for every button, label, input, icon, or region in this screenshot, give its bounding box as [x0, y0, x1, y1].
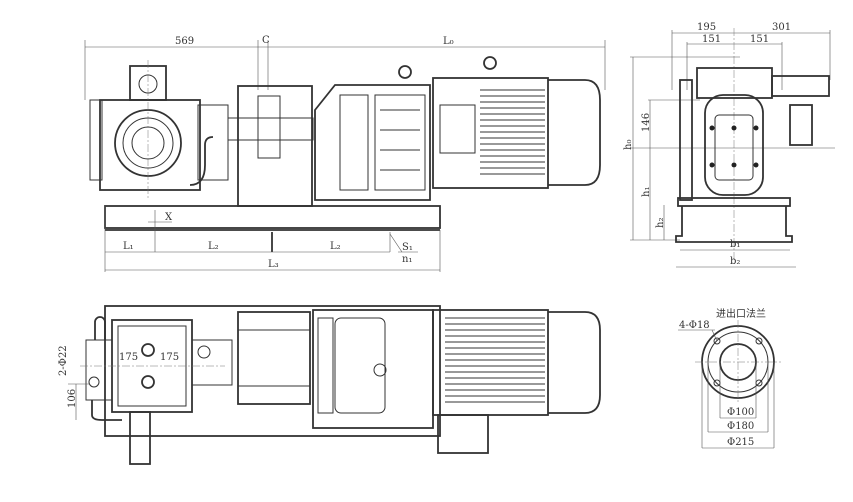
pump-top: 175 175 2-Φ22 106 — [58, 316, 233, 465]
gearbox — [314, 84, 431, 201]
flange-view: 进出口法兰 4-Φ18 Φ100 Φ180 Φ215 — [678, 307, 781, 449]
flange-title: 进出口法兰 — [716, 307, 766, 320]
dim-l3: L₃ — [268, 259, 279, 270]
dim-b1: b₁ — [730, 239, 740, 250]
top-view: 175 175 2-Φ22 106 — [58, 305, 601, 465]
dim-l2-left: L₂ — [208, 241, 219, 252]
dim-569: 569 — [175, 36, 194, 47]
dim-n1: n₁ — [402, 254, 412, 265]
motor — [398, 56, 601, 189]
dim-s1: S₁ — [402, 242, 413, 253]
dim-151-right: 151 — [750, 34, 769, 45]
coupling-top — [237, 311, 311, 405]
dim-146: 146 — [641, 113, 652, 132]
gearbox-top — [312, 309, 434, 429]
dim-4-phi18: 4-Φ18 — [679, 320, 710, 331]
dim-2-phi22: 2-Φ22 — [58, 345, 69, 376]
side-view: 195 301 151 151 h₀ 146 h₁ h₂ b₁ b₂ — [623, 22, 835, 268]
dim-h1: h₁ — [641, 187, 652, 197]
dim-h0: h₀ — [623, 140, 634, 150]
dim-phi180: Φ180 — [727, 421, 754, 432]
dim-h2: h₂ — [655, 218, 666, 228]
coupling-guard — [227, 85, 314, 207]
dim-l1: L₁ — [123, 241, 134, 252]
dim-lo: L₀ — [443, 36, 454, 47]
dim-195: 195 — [697, 22, 716, 33]
dim-phi215: Φ215 — [727, 437, 754, 448]
motor-top — [432, 309, 601, 454]
dim-b2: b₂ — [730, 256, 740, 267]
motor-cooling-fins — [480, 89, 545, 175]
pump-head — [89, 60, 229, 200]
base-frame: X L₁ L₂ L₂ L₃ S₁ n₁ — [104, 205, 441, 272]
dim-l2-right: L₂ — [330, 241, 341, 252]
dim-phi100: Φ100 — [727, 407, 754, 418]
dim-x: X — [165, 212, 173, 223]
dim-c: C — [262, 35, 270, 46]
dim-151-left: 151 — [702, 34, 721, 45]
dim-301: 301 — [772, 22, 791, 33]
dim-106: 106 — [67, 389, 78, 408]
front-view: 569 C L₀ — [84, 35, 606, 272]
dim-175-right: 175 — [160, 352, 179, 363]
dim-175-left: 175 — [119, 352, 138, 363]
overall-dimension-line: 569 C L₀ — [84, 35, 606, 100]
